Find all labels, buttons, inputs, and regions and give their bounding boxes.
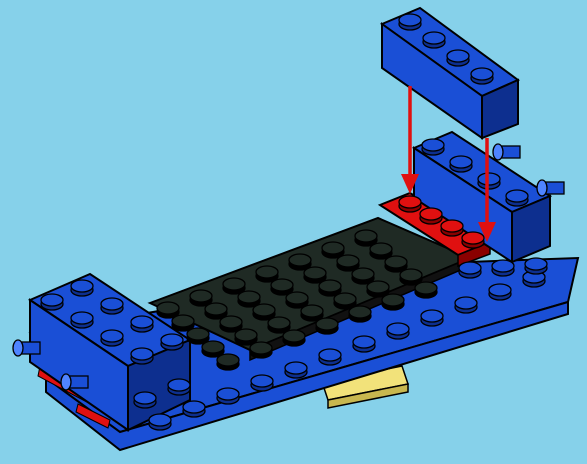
stud <box>157 302 179 318</box>
stud <box>223 278 245 294</box>
stud <box>471 68 493 84</box>
stud <box>217 388 239 404</box>
stud <box>190 290 212 306</box>
stud <box>161 334 183 350</box>
stud <box>420 208 442 224</box>
stud <box>337 255 359 271</box>
stud <box>447 50 469 66</box>
stud <box>250 342 272 358</box>
pin <box>61 374 88 390</box>
stud <box>271 279 293 295</box>
stud <box>301 305 323 321</box>
stud <box>316 318 338 334</box>
stud <box>387 323 409 339</box>
stud <box>183 401 205 417</box>
stud <box>422 139 444 155</box>
stud <box>134 392 156 408</box>
stud <box>455 297 477 313</box>
stud <box>489 284 511 300</box>
stud <box>251 375 273 391</box>
stud <box>41 294 63 310</box>
stud <box>304 267 326 283</box>
stud <box>353 336 375 352</box>
stud <box>421 310 443 326</box>
stud <box>205 303 227 319</box>
stud <box>71 312 93 328</box>
stud <box>385 256 407 272</box>
stud <box>172 315 194 331</box>
stud <box>334 293 356 309</box>
stud <box>283 330 305 346</box>
stud <box>253 304 275 320</box>
stud <box>459 262 481 278</box>
stud <box>149 414 171 430</box>
stud <box>319 280 341 296</box>
stud <box>399 196 421 212</box>
stud <box>352 268 374 284</box>
stud <box>370 243 392 259</box>
stud <box>319 349 341 365</box>
stud <box>235 329 257 345</box>
stud <box>525 258 547 274</box>
stud <box>462 232 484 248</box>
stud <box>415 282 437 298</box>
stud <box>450 156 472 172</box>
stud <box>202 341 224 357</box>
stud <box>289 254 311 270</box>
stud <box>131 316 153 332</box>
stud <box>238 291 260 307</box>
stud <box>220 316 242 332</box>
stud <box>441 220 463 236</box>
pin <box>13 340 40 356</box>
stud <box>131 348 153 364</box>
stud <box>322 242 344 258</box>
stud <box>506 190 528 206</box>
stud <box>256 266 278 282</box>
stud <box>286 292 308 308</box>
pin <box>493 144 520 160</box>
stud <box>71 280 93 296</box>
stud <box>492 260 514 276</box>
stud <box>399 14 421 30</box>
stud <box>423 32 445 48</box>
stud <box>400 269 422 285</box>
stud <box>168 379 190 395</box>
stud <box>478 173 500 189</box>
stud <box>382 294 404 310</box>
stud <box>349 306 371 322</box>
stud <box>268 317 290 333</box>
stud <box>217 354 239 370</box>
stud <box>101 330 123 346</box>
stud <box>355 230 377 246</box>
pin <box>537 180 564 196</box>
stud <box>285 362 307 378</box>
stud <box>367 281 389 297</box>
stud <box>187 328 209 344</box>
stud <box>101 298 123 314</box>
